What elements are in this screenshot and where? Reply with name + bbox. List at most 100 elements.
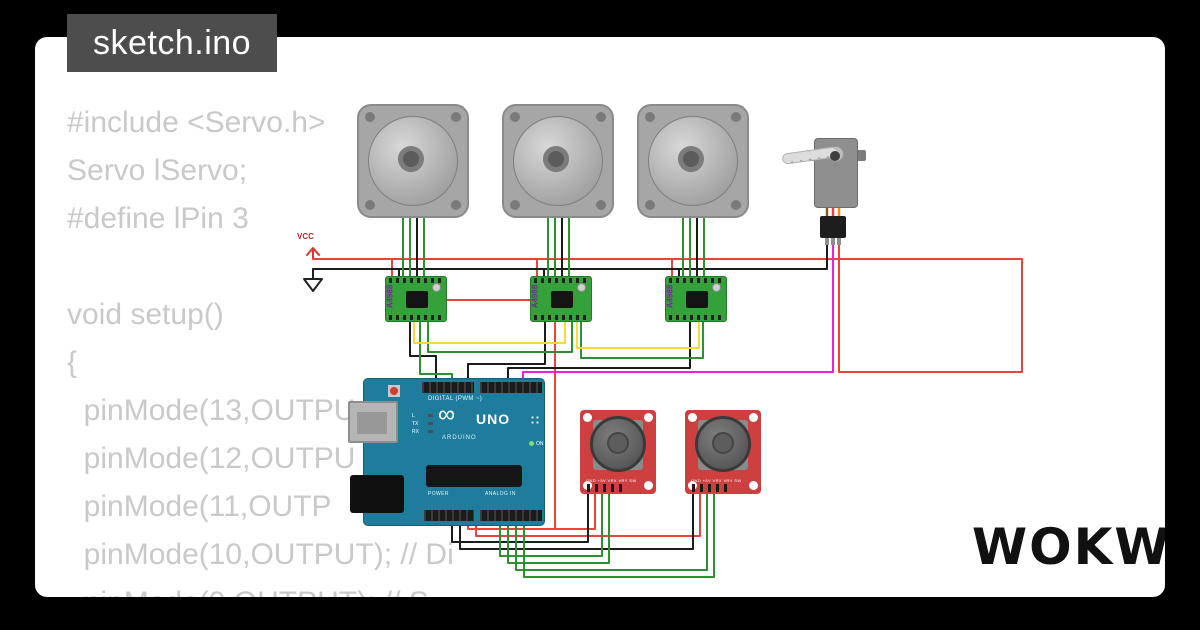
code-line: pinMode(10,OUTPUT); // Di	[67, 538, 454, 571]
code-line: #define lPin 3	[67, 202, 249, 235]
joystick-knob	[607, 432, 629, 454]
magenta-wire	[522, 243, 834, 382]
a4988-driver-1[interactable]: A4988	[385, 276, 447, 322]
digital-header	[480, 382, 542, 393]
wokwi-logo: WOKWI	[972, 518, 1165, 576]
pin-header	[389, 315, 445, 320]
a4988-driver-2[interactable]: A4988	[530, 276, 592, 322]
trim-potentiometer	[432, 283, 441, 292]
power-jack	[350, 475, 404, 513]
code-line: pinMode(9,OUTPUT); // S	[67, 579, 454, 597]
led	[428, 414, 433, 417]
corner-screw	[645, 200, 655, 210]
servo-connector	[820, 216, 846, 238]
arduino-uno-board[interactable]: DIGITAL (PWM ~) ∞ UNO ARDUINO L TX RX ON…	[348, 378, 545, 526]
joystick-module-2[interactable]: GND +5V VRX VRY SW	[685, 410, 761, 494]
digital-label: DIGITAL (PWM ~)	[428, 396, 483, 402]
led	[428, 430, 433, 433]
stepper-motor-1[interactable]	[357, 104, 469, 218]
power-header	[424, 510, 474, 521]
joystick-pins	[692, 484, 730, 492]
arduino-logo-icon: ∞	[438, 401, 456, 428]
yellow-wires	[413, 321, 700, 349]
code-line: Servo lServo;	[67, 154, 248, 187]
joystick-pin-labels: GND +5V VRX VRY SW	[691, 478, 742, 483]
motor-shaft	[678, 146, 704, 172]
led	[428, 422, 433, 425]
servo-connector-pin	[825, 238, 829, 245]
diagram-canvas: #include <Servo.h> Servo lServo; #define…	[35, 37, 1165, 597]
corner-screw	[510, 112, 520, 122]
driver-label: A4988	[385, 284, 395, 309]
analog-header-label: ANALOG IN	[485, 491, 516, 497]
corner-screw	[596, 112, 606, 122]
mounting-hole	[644, 413, 653, 422]
servo-connector-pin	[837, 238, 841, 245]
corner-screw	[451, 112, 461, 122]
pin-header	[534, 315, 590, 320]
digital-header	[422, 382, 474, 393]
ground-symbol	[303, 268, 323, 292]
brand-label: ARDUINO	[442, 435, 477, 441]
motor-shaft	[543, 146, 569, 172]
driver-label: A4988	[530, 284, 540, 309]
code-preview: #include <Servo.h> Servo lServo; #define…	[67, 99, 454, 597]
vcc-label: VCC	[297, 232, 314, 241]
joystick-stick[interactable]	[695, 416, 751, 472]
corner-screw	[731, 112, 741, 122]
joystick-knob	[712, 432, 734, 454]
board-model-label: UNO	[476, 411, 511, 427]
vcc-symbol	[306, 247, 320, 260]
joystick-pin-labels: GND +5V VRX VRY SW	[586, 478, 637, 483]
joystick-stick[interactable]	[590, 416, 646, 472]
corner-screw	[596, 200, 606, 210]
analog-header	[480, 510, 542, 521]
stepper-motor-2[interactable]	[502, 104, 614, 218]
corner-screw	[365, 200, 375, 210]
black-wires	[312, 217, 828, 550]
trim-potentiometer	[577, 283, 586, 292]
mounting-hole	[749, 481, 758, 490]
code-line: pinMode(13,OUTPU	[67, 394, 356, 427]
power-led	[529, 441, 534, 446]
mounting-hole	[644, 481, 653, 490]
driver-chip	[406, 291, 428, 308]
code-line: {	[67, 346, 78, 379]
pin-header	[389, 278, 445, 283]
code-line: void setup()	[67, 298, 224, 331]
trim-potentiometer	[712, 283, 721, 292]
corner-screw	[365, 112, 375, 122]
power-header-label: POWER	[428, 491, 449, 497]
pin-header	[669, 315, 725, 320]
servo-connector-pin	[831, 238, 835, 245]
corner-screw	[510, 200, 520, 210]
joystick-module-1[interactable]: GND +5V VRX VRY SW	[580, 410, 656, 494]
usb-connector	[348, 401, 398, 443]
servo-pivot	[830, 151, 840, 161]
driver-chip	[551, 291, 573, 308]
green-wires	[402, 217, 715, 578]
driver-label: A4988	[665, 284, 675, 309]
mounting-hole	[688, 413, 697, 422]
a4988-driver-3[interactable]: A4988	[665, 276, 727, 322]
driver-chip	[686, 291, 708, 308]
code-line: pinMode(12,OUTPU	[67, 442, 356, 475]
tab-sketch-ino[interactable]: sketch.ino	[67, 14, 278, 72]
wiring-layer	[303, 204, 1023, 578]
pin-header	[534, 278, 590, 283]
corner-screw	[731, 200, 741, 210]
mounting-hole	[749, 413, 758, 422]
corner-screw	[451, 200, 461, 210]
motor-faceplate	[648, 116, 738, 206]
atmega-chip	[426, 465, 522, 487]
corner-screw	[645, 112, 655, 122]
reset-button[interactable]	[388, 385, 400, 397]
icsp-header	[530, 415, 541, 424]
code-line: #include <Servo.h>	[67, 106, 326, 139]
stepper-motor-3[interactable]	[637, 104, 749, 218]
joystick-pins	[587, 484, 625, 492]
motor-shaft	[398, 146, 424, 172]
pin-header	[669, 278, 725, 283]
mounting-hole	[583, 413, 592, 422]
code-line: pinMode(11,OUTP	[67, 490, 332, 523]
